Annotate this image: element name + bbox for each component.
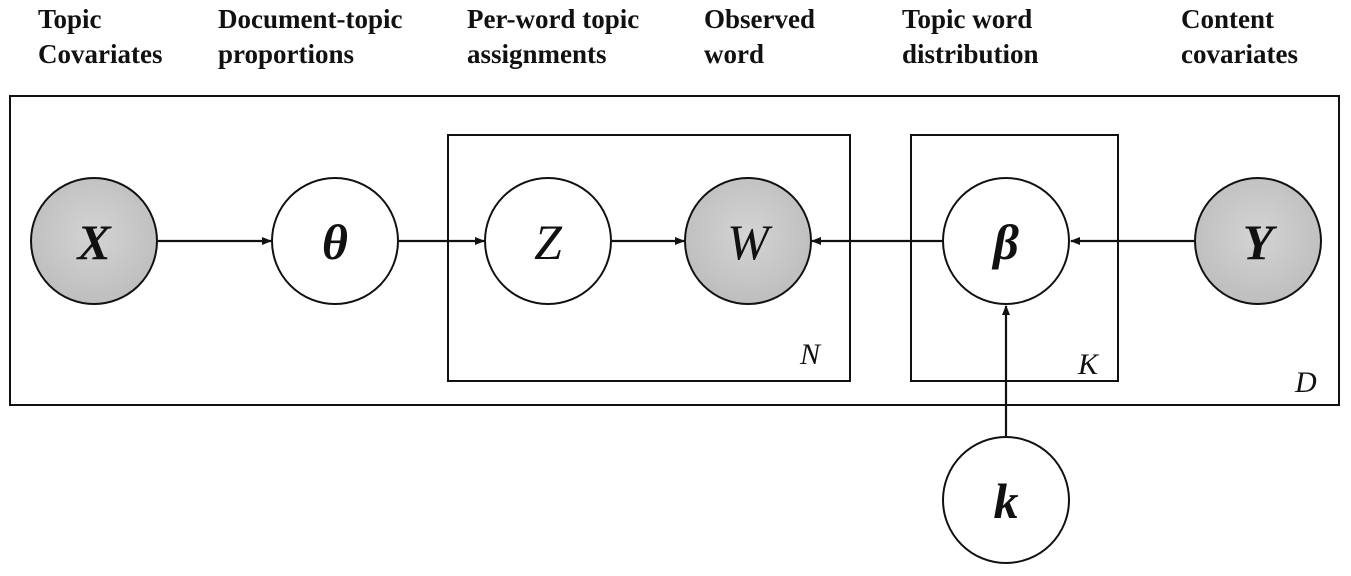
header-topic-covariates-line1: Topic [38,4,102,34]
node-w-symbol: W [727,214,773,270]
header-doc-topic-proportions: Document-topic proportions [218,4,402,69]
header-doc-topic-line1: Document-topic [218,4,402,34]
node-k: k [942,436,1070,564]
header-observed-line1: Observed [704,4,815,34]
header-content-covariates: Content covariates [1181,4,1298,69]
header-per-word-line2: assignments [467,39,607,69]
node-k-symbol: k [994,473,1019,529]
header-content-line1: Content [1181,4,1274,34]
header-topic-word-line1: Topic word [902,4,1032,34]
header-content-line2: covariates [1181,39,1298,69]
header-topic-word-line2: distribution [902,39,1039,69]
node-beta-symbol: β [991,214,1019,270]
header-observed-word: Observed word [704,4,815,69]
header-per-word-topic: Per-word topic assignments [467,4,639,69]
header-topic-word-distribution: Topic word distribution [902,4,1039,69]
node-z-circle [484,177,612,305]
node-x-circle [30,177,158,305]
node-theta: θ [271,177,399,305]
node-beta: β [942,177,1070,305]
node-w: W [684,177,812,305]
header-per-word-line1: Per-word topic [467,4,639,34]
header-observed-line2: word [704,39,764,69]
node-z-symbol: Z [534,214,563,270]
header-topic-covariates: Topic Covariates [38,4,162,69]
node-y: Y [1194,177,1322,305]
node-z: Z [484,177,612,305]
plate-n-label: N [799,338,822,371]
header-topic-covariates-line2: Covariates [38,39,162,69]
node-x-symbol: X [75,214,112,270]
plate-n [447,134,851,382]
header-doc-topic-line2: proportions [218,39,354,69]
node-x: X [30,177,158,305]
node-beta-circle [942,177,1070,305]
node-theta-symbol: θ [322,214,348,270]
node-y-circle [1194,177,1322,305]
node-y-symbol: Y [1243,214,1278,270]
node-k-circle [942,436,1070,564]
plate-d [9,95,1340,406]
node-theta-circle [271,177,399,305]
plate-k-label: K [1077,348,1100,381]
node-w-circle [684,177,812,305]
plate-k [910,134,1119,382]
plate-d-label: D [1294,366,1317,399]
